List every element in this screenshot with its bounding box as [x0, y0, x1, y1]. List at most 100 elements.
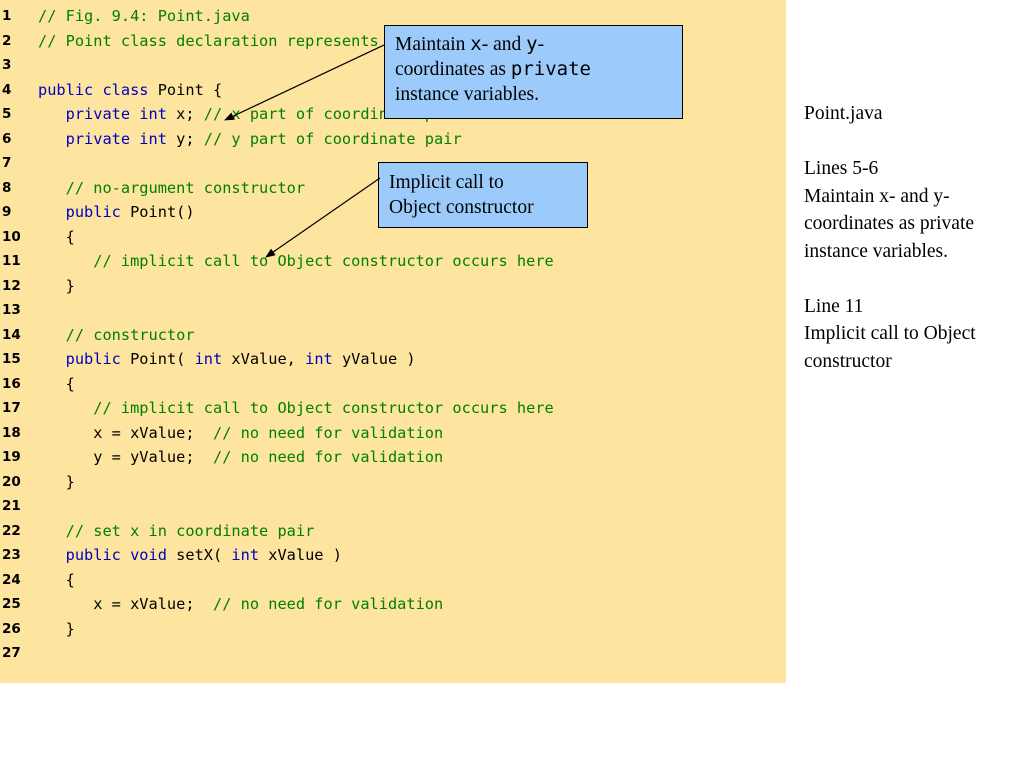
code-token: y = yValue;	[38, 448, 213, 466]
line-number: 25	[2, 596, 21, 612]
line-number: 3	[2, 57, 12, 73]
code-comment: // no need for validation	[212, 595, 444, 613]
code-token: xValue )	[259, 546, 342, 564]
code-text: // implicit call to Object constructor o…	[38, 396, 554, 421]
code-text: public void setX( int xValue )	[38, 543, 342, 568]
callout-maintain-coordinates: Maintain x- and y- coordinates as privat…	[384, 25, 683, 119]
line-number: 26	[2, 620, 21, 637]
code-line: 6 private int y; // y part of coordinate…	[0, 127, 786, 152]
code-token: }	[38, 472, 75, 491]
code-token: {	[38, 570, 75, 589]
code-comment: // no need for validation	[212, 448, 444, 466]
code-comment: // y part of coordinate pair	[203, 129, 462, 148]
code-text: private int y; // y part of coordinate p…	[38, 127, 462, 152]
line-number: 7	[2, 155, 12, 171]
line-number: 8	[2, 179, 12, 196]
callout-text: coordinates as	[395, 59, 511, 80]
code-token: x = xValue;	[38, 423, 213, 442]
code-keyword: int	[305, 350, 333, 368]
code-line: 20 }	[0, 470, 786, 495]
line-number: 13	[2, 302, 21, 318]
code-text: // Fig. 9.4: Point.java	[38, 4, 250, 29]
code-token: setX(	[166, 546, 232, 564]
code-token: y;	[166, 129, 204, 148]
line-number: 2	[2, 32, 12, 49]
note-text: constructor	[804, 350, 892, 372]
code-text: public Point()	[38, 200, 195, 225]
line-number: 5	[2, 106, 12, 122]
line-number: 27	[2, 645, 21, 661]
line-number: 6	[2, 130, 12, 147]
code-token: Point {	[148, 80, 223, 99]
code-text: }	[38, 617, 75, 642]
code-comment: // set x in coordinate pair	[38, 521, 315, 540]
code-text: }	[38, 470, 75, 495]
code-text: {	[38, 225, 75, 250]
note-text: Maintain x- and y-	[804, 185, 950, 207]
side-notes: Point.java Lines 5-6 Maintain x- and y- …	[804, 100, 1019, 403]
code-line: 24 {	[0, 568, 786, 593]
callout-text: Maintain	[395, 34, 471, 55]
code-line: 3	[0, 53, 786, 78]
code-text: public Point( int xValue, int yValue )	[38, 347, 416, 372]
callout-code-private: private	[510, 58, 591, 80]
code-text: // set x in coordinate pair	[38, 519, 315, 544]
code-line: 26 }	[0, 617, 786, 642]
callout-code-x: x	[470, 33, 482, 55]
code-comment: // Fig. 9.4: Point.java	[38, 7, 250, 25]
line-number: 22	[2, 522, 21, 539]
code-line: 12 }	[0, 274, 786, 299]
code-line: 25 x = xValue; // no need for validation	[0, 592, 786, 617]
line-number: 10	[2, 228, 21, 245]
note-text: instance variables.	[804, 240, 949, 262]
code-token: {	[38, 227, 75, 246]
note-title: Lines 5-6	[804, 158, 879, 179]
line-number: 4	[2, 81, 12, 98]
code-keyword: private int	[38, 105, 167, 123]
code-line: 19 y = yValue; // no need for validation	[0, 445, 786, 470]
code-text: x = xValue; // no need for validation	[38, 592, 443, 617]
code-line: 14 // constructor	[0, 323, 786, 348]
code-line: 10 {	[0, 225, 786, 250]
line-number: 18	[2, 424, 21, 441]
line-number: 1	[2, 8, 12, 24]
line-number: 15	[2, 351, 21, 367]
code-token: }	[38, 619, 75, 638]
code-line: 23 public void setX( int xValue )	[0, 543, 786, 568]
line-number: 17	[2, 400, 21, 416]
note-title: Line 11	[804, 295, 864, 317]
code-keyword: public	[38, 350, 121, 368]
code-text: y = yValue; // no need for validation	[38, 445, 443, 470]
code-line: 7	[0, 151, 786, 176]
code-text: }	[38, 274, 75, 299]
code-token: Point()	[120, 203, 195, 221]
code-keyword: int	[194, 350, 223, 368]
line-number: 20	[2, 473, 21, 490]
code-comment: // implicit call to Object constructor o…	[38, 399, 554, 417]
code-text: {	[38, 372, 75, 397]
code-line: 18 x = xValue; // no need for validation	[0, 421, 786, 446]
code-text: x = xValue; // no need for validation	[38, 421, 443, 446]
callout-text: - and	[481, 34, 527, 55]
code-line: 9 public Point()	[0, 200, 786, 225]
note-text: coordinates as private	[804, 213, 975, 234]
code-line: 13	[0, 298, 786, 323]
code-token: x = xValue;	[38, 595, 213, 613]
code-comment: // no-argument constructor	[38, 178, 306, 197]
code-line: 4 public class Point {	[0, 78, 786, 103]
code-line: 1 // Fig. 9.4: Point.java	[0, 4, 786, 29]
code-text: public class Point {	[38, 78, 222, 103]
line-number: 23	[2, 547, 21, 563]
code-keyword: public void	[38, 546, 167, 564]
code-text: // constructor	[38, 323, 195, 348]
line-number: 12	[2, 277, 21, 294]
code-text: // no-argument constructor	[38, 176, 305, 201]
line-number: 16	[2, 375, 21, 392]
code-token: xValue,	[222, 350, 306, 368]
code-token: yValue )	[332, 350, 416, 368]
code-line: 17 // implicit call to Object constructo…	[0, 396, 786, 421]
callout-line: Object constructor	[389, 197, 534, 218]
code-text: {	[38, 568, 75, 593]
code-keyword: int	[231, 546, 260, 564]
code-comment: // implicit call to Object constructor o…	[38, 252, 554, 270]
